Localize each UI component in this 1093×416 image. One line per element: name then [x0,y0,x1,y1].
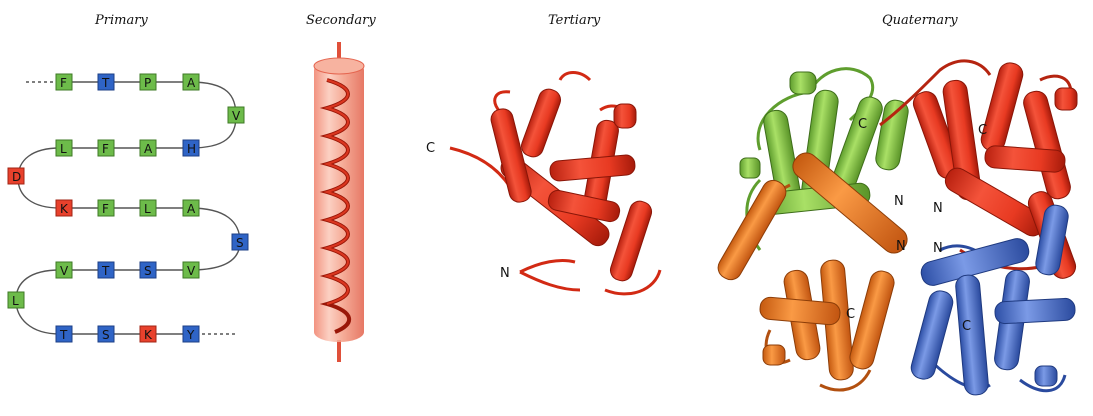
svg-text:L: L [12,294,19,308]
secondary-panel: Secondary [306,13,376,362]
helix [549,154,635,181]
secondary-title: Secondary [306,13,376,28]
primary-title: Primary [94,13,148,28]
svg-text:K: K [144,328,153,342]
subunit-blue [909,203,1076,395]
svg-text:P: P [144,76,151,90]
quaternary-c-label-2: C [978,123,987,138]
quaternary-title: Quaternary [882,13,958,28]
primary-panel: Primary F T P A V [8,13,248,342]
svg-text:V: V [187,264,196,278]
helix [763,345,785,365]
svg-text:V: V [232,109,241,123]
helix-cylinder-top [314,58,364,74]
helix [955,274,989,396]
n-terminus-tail [520,260,575,272]
svg-text:F: F [102,202,109,216]
helix [994,298,1075,324]
quaternary-c-label-3: C [846,307,855,322]
svg-text:L: L [144,202,151,216]
svg-text:H: H [187,142,196,156]
primary-backbone [16,82,240,334]
svg-text:T: T [59,328,68,342]
svg-text:Y: Y [186,328,195,342]
tertiary-n-label: N [500,266,510,281]
tertiary-panel: Tertiary C N [426,13,660,294]
svg-text:L: L [60,142,67,156]
svg-text:A: A [187,76,196,90]
helix [740,158,760,178]
svg-text:K: K [60,202,69,216]
helix [790,72,816,94]
helix [519,86,564,159]
helix [489,107,533,205]
svg-text:S: S [102,328,110,342]
svg-text:A: A [187,202,196,216]
svg-text:T: T [101,264,110,278]
tertiary-c-label: C [426,141,435,156]
helix [614,104,636,128]
svg-text:S: S [236,236,244,250]
svg-text:F: F [102,142,109,156]
svg-text:T: T [101,76,110,90]
quaternary-n-label-1: N [894,194,904,209]
svg-text:S: S [144,264,152,278]
svg-text:A: A [144,142,153,156]
helix [909,288,955,381]
quaternary-c-label-1: C [858,117,867,132]
helix [1035,366,1057,386]
helix [1055,88,1077,110]
svg-text:F: F [60,76,67,90]
tertiary-helices [489,86,654,283]
quaternary-panel: Quaternary [714,13,1079,396]
subunit-orange [714,148,912,390]
svg-text:D: D [12,170,21,184]
helix [979,60,1025,153]
quaternary-n-label-2: N [933,201,943,216]
quaternary-c-label-4: C [962,319,971,334]
quaternary-n-label-3: N [896,239,906,254]
tertiary-title: Tertiary [548,13,601,28]
svg-text:V: V [60,264,69,278]
quaternary-n-label-4: N [933,241,943,256]
